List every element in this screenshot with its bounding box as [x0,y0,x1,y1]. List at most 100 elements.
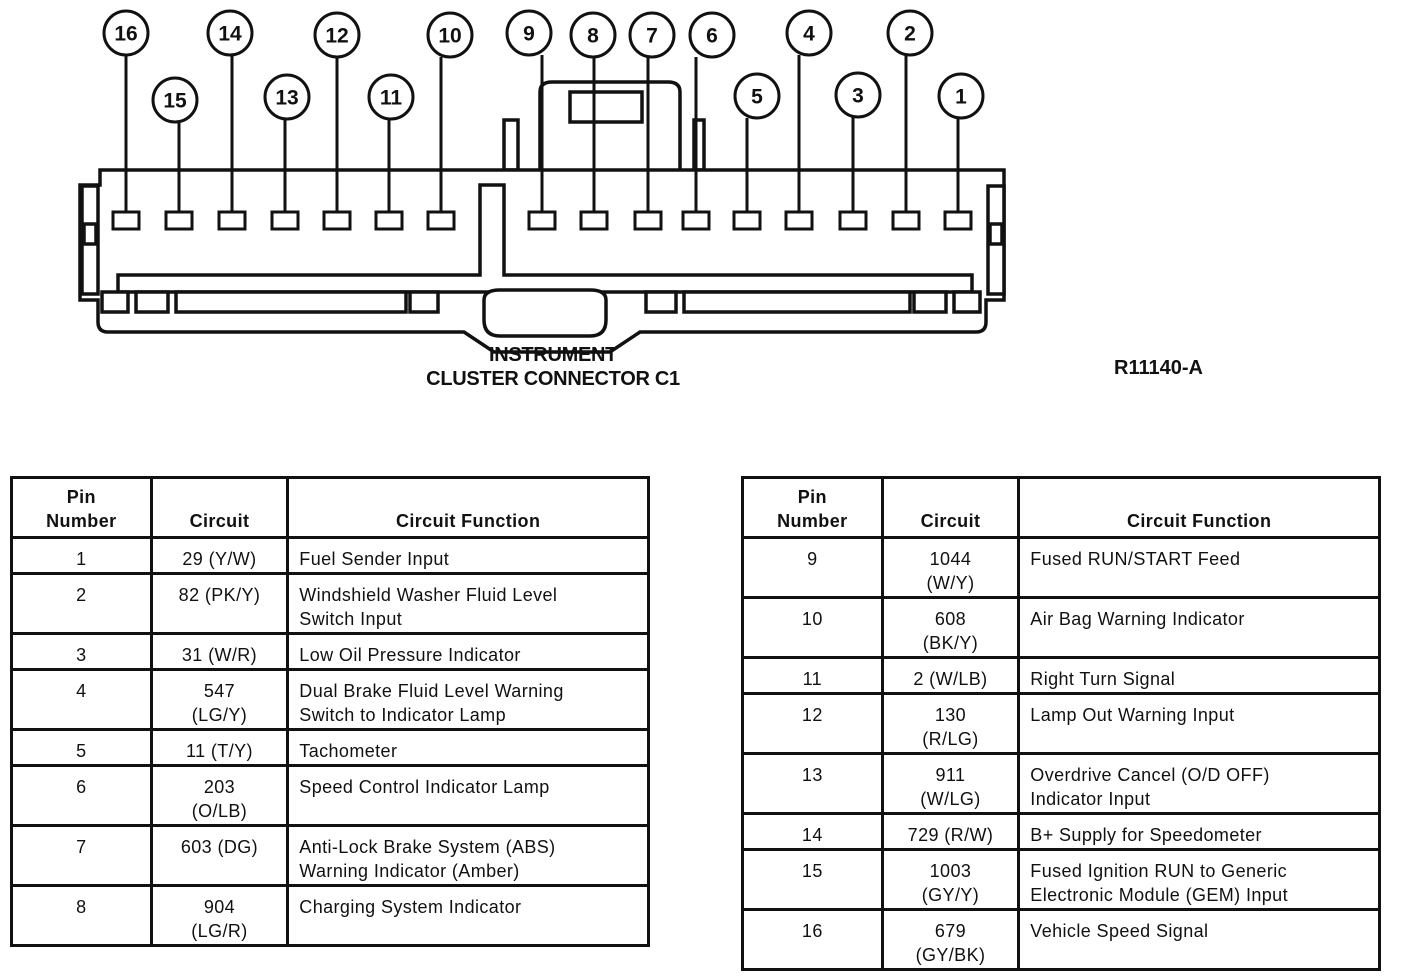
cell-circuit-function: Low Oil Pressure Indicator [286,632,650,671]
pin-callout-circle [206,9,254,57]
function-line: Windshield Washer Fluid Level [299,585,558,605]
cell-circuit: 29 (Y/W) [149,536,290,575]
circuit-line: 29 (Y/W) [182,549,257,569]
function-line: Speed Control Indicator Lamp [299,777,550,797]
pin-callout-circle [151,76,199,124]
circuit-line: (W/LG) [920,789,981,809]
circuit-line: 729 (R/W) [907,825,994,845]
function-line: Fused Ignition RUN to Generic [1030,861,1288,881]
function-line: Low Oil Pressure Indicator [299,645,521,665]
pin-callout-label: 11 [380,87,403,110]
circuit-line: 130 [934,705,967,725]
cell-circuit-function: Tachometer [286,728,650,767]
pin-callout-circle [367,73,415,121]
cell-circuit-function: Lamp Out Warning Input [1017,692,1381,755]
function-line: Indicator Input [1030,789,1151,809]
cell-pin-number: 8 [10,884,153,947]
cell-pin-number: 4 [10,668,153,731]
cell-circuit: 203(O/LB) [149,764,290,827]
function-line: Switch Input [299,609,403,629]
circuit-line: (W/Y) [926,573,975,593]
pin-cavity [681,210,711,231]
pin-callout-label: 12 [325,25,348,48]
cell-circuit-function: Fused RUN/START Feed [1017,536,1381,599]
circuit-line: (GY/BK) [915,945,986,965]
cell-circuit-function: Air Bag Warning Indicator [1017,596,1381,659]
circuit-line: 679 [934,921,967,941]
function-line: Anti-Lock Brake System (ABS) [299,837,556,857]
cell-pin-number: 9 [741,536,884,599]
function-line: Lamp Out Warning Input [1030,705,1235,725]
pin-callout-label: 7 [646,25,658,48]
pin-callout-label: 13 [275,87,298,110]
pin-callout-circle [505,9,553,57]
circuit-line: 1003 [929,861,972,881]
cell-circuit: 11 (T/Y) [149,728,290,767]
cell-pin-number: 5 [10,728,153,767]
circuit-line: 2 (W/LB) [913,669,988,689]
cell-pin-number: 3 [10,632,153,671]
circuit-line: 31 (W/R) [181,645,258,665]
cell-circuit-function: B+ Supply for Speedometer [1017,812,1381,851]
pin-callout-circle [937,72,985,120]
pin-cavity [891,210,921,231]
cell-pin-number: 2 [10,572,153,635]
pin-cavity [784,210,814,231]
cell-circuit: 1003(GY/Y) [880,848,1021,911]
pin-callout-label: 9 [523,23,535,46]
pin-callout-label: 14 [218,23,242,46]
connector-shell [78,80,1006,354]
header-circuit: Circuit [149,476,290,539]
pin-callout-circle [569,11,617,59]
function-line: Switch to Indicator Lamp [299,705,506,725]
function-line: Warning Indicator (Amber) [299,861,520,881]
pin-callout-circle [102,9,150,57]
circuit-line: 82 (PK/Y) [178,585,261,605]
cell-circuit-function: Right Turn Signal [1017,656,1381,695]
pin-cavity [633,210,663,231]
pin-cavity [732,210,762,231]
function-line: Dual Brake Fluid Level Warning [299,681,564,701]
circuit-line: (R/LG) [922,729,979,749]
cell-circuit-function: Charging System Indicator [286,884,650,947]
function-line: Air Bag Warning Indicator [1030,609,1245,629]
cell-circuit: 679 (GY/BK) [880,908,1021,971]
cell-circuit: 603 (DG) [149,824,290,887]
pin-callout-label: 4 [803,23,815,46]
pin-cavity [579,210,609,231]
pin-callout-circle [733,72,781,120]
pin-callout-label: 10 [438,25,461,48]
header-circuit-function: Circuit Function [1017,476,1381,539]
circuit-line: 911 [935,765,966,785]
cell-pin-number: 6 [10,764,153,827]
cell-circuit: 608(BK/Y) [880,596,1021,659]
pin-cavity [111,210,141,231]
header-circuit: Circuit [880,476,1021,539]
circuit-line: (LG/R) [191,921,248,941]
cell-circuit-function: Speed Control Indicator Lamp [286,764,650,827]
header-circuit-function: Circuit Function [286,476,650,539]
caption-line-1: INSTRUMENT [488,344,618,366]
pin-callout-label: 16 [114,23,137,46]
pin-cavity [943,210,973,231]
cell-circuit-function: Vehicle Speed Signal [1017,908,1381,971]
connector-caption: INSTRUMENT CLUSTER CONNECTOR C1 [380,343,726,391]
function-line: Overdrive Cancel (O/D OFF) [1030,765,1270,785]
cell-pin-number: 12 [741,692,884,755]
reference-id: R11140-A [1114,357,1203,379]
